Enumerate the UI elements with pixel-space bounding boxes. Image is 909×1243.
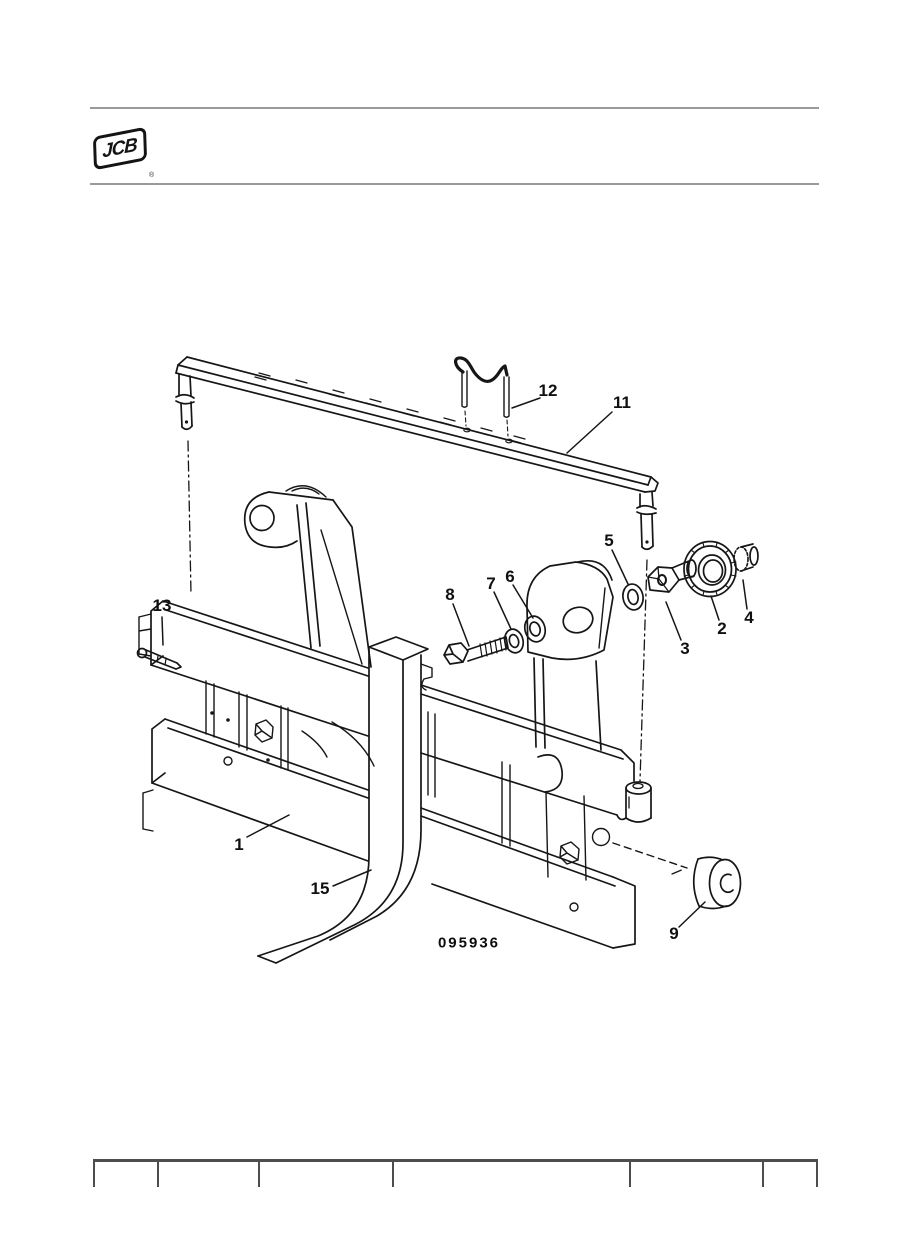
- washer-5: [622, 583, 644, 611]
- callout-2: 2: [717, 619, 727, 638]
- callout-4: 4: [744, 608, 754, 627]
- callout-8: 8: [445, 585, 455, 604]
- cotter-pin: [136, 647, 182, 670]
- ruler-tick: [258, 1160, 260, 1187]
- ruler-tick: [762, 1160, 764, 1187]
- bolt: [443, 636, 509, 665]
- clevis-link: [526, 560, 614, 751]
- carriage-top-rail: [138, 600, 635, 816]
- callout-7: 7: [486, 574, 496, 593]
- washer-7: [503, 628, 525, 654]
- leader-lines: [161, 397, 748, 928]
- callout-6: 6: [505, 567, 515, 586]
- bolt-threads: [479, 636, 507, 658]
- carriage-inner-structure: [205, 680, 688, 881]
- pivot-boss: [616, 781, 652, 823]
- washer-6: [523, 615, 547, 643]
- roller: [692, 856, 742, 910]
- ruler-tick: [392, 1160, 394, 1187]
- fork: [257, 636, 433, 964]
- ruler-tick: [629, 1160, 631, 1187]
- callout-5: 5: [604, 531, 614, 550]
- callout-11: 11: [613, 393, 631, 412]
- carriage-bottom-rail: [142, 718, 636, 949]
- top-rule: [90, 107, 819, 109]
- ruler-tick: [816, 1160, 818, 1187]
- registered-trademark: ®: [149, 172, 155, 179]
- wire-clip: [454, 356, 513, 444]
- splined-plug: [733, 543, 759, 572]
- callout-13: 13: [152, 596, 172, 615]
- hook-pin-right: [636, 491, 657, 551]
- bottom-ruler-line: [93, 1159, 818, 1162]
- hook-pin-left: [175, 373, 195, 431]
- figure-code: 095936: [437, 934, 501, 952]
- hanger-bar: [175, 356, 659, 493]
- callout-12: 12: [538, 381, 558, 400]
- ruler-tick: [157, 1160, 159, 1187]
- left-lug-plate: [243, 485, 372, 668]
- header-rule: [90, 183, 819, 185]
- jcb-logo: JCB ®: [92, 126, 155, 179]
- bearing: [683, 540, 737, 598]
- callout-3: 3: [680, 639, 690, 658]
- hanger-bar-slots: [254, 372, 526, 444]
- callout-15: 15: [310, 879, 330, 898]
- callout-1: 1: [234, 835, 244, 854]
- ruler-tick: [93, 1160, 95, 1187]
- centre-lines: [187, 440, 685, 875]
- bearing-rollers: [683, 542, 737, 596]
- callout-9: 9: [669, 924, 679, 943]
